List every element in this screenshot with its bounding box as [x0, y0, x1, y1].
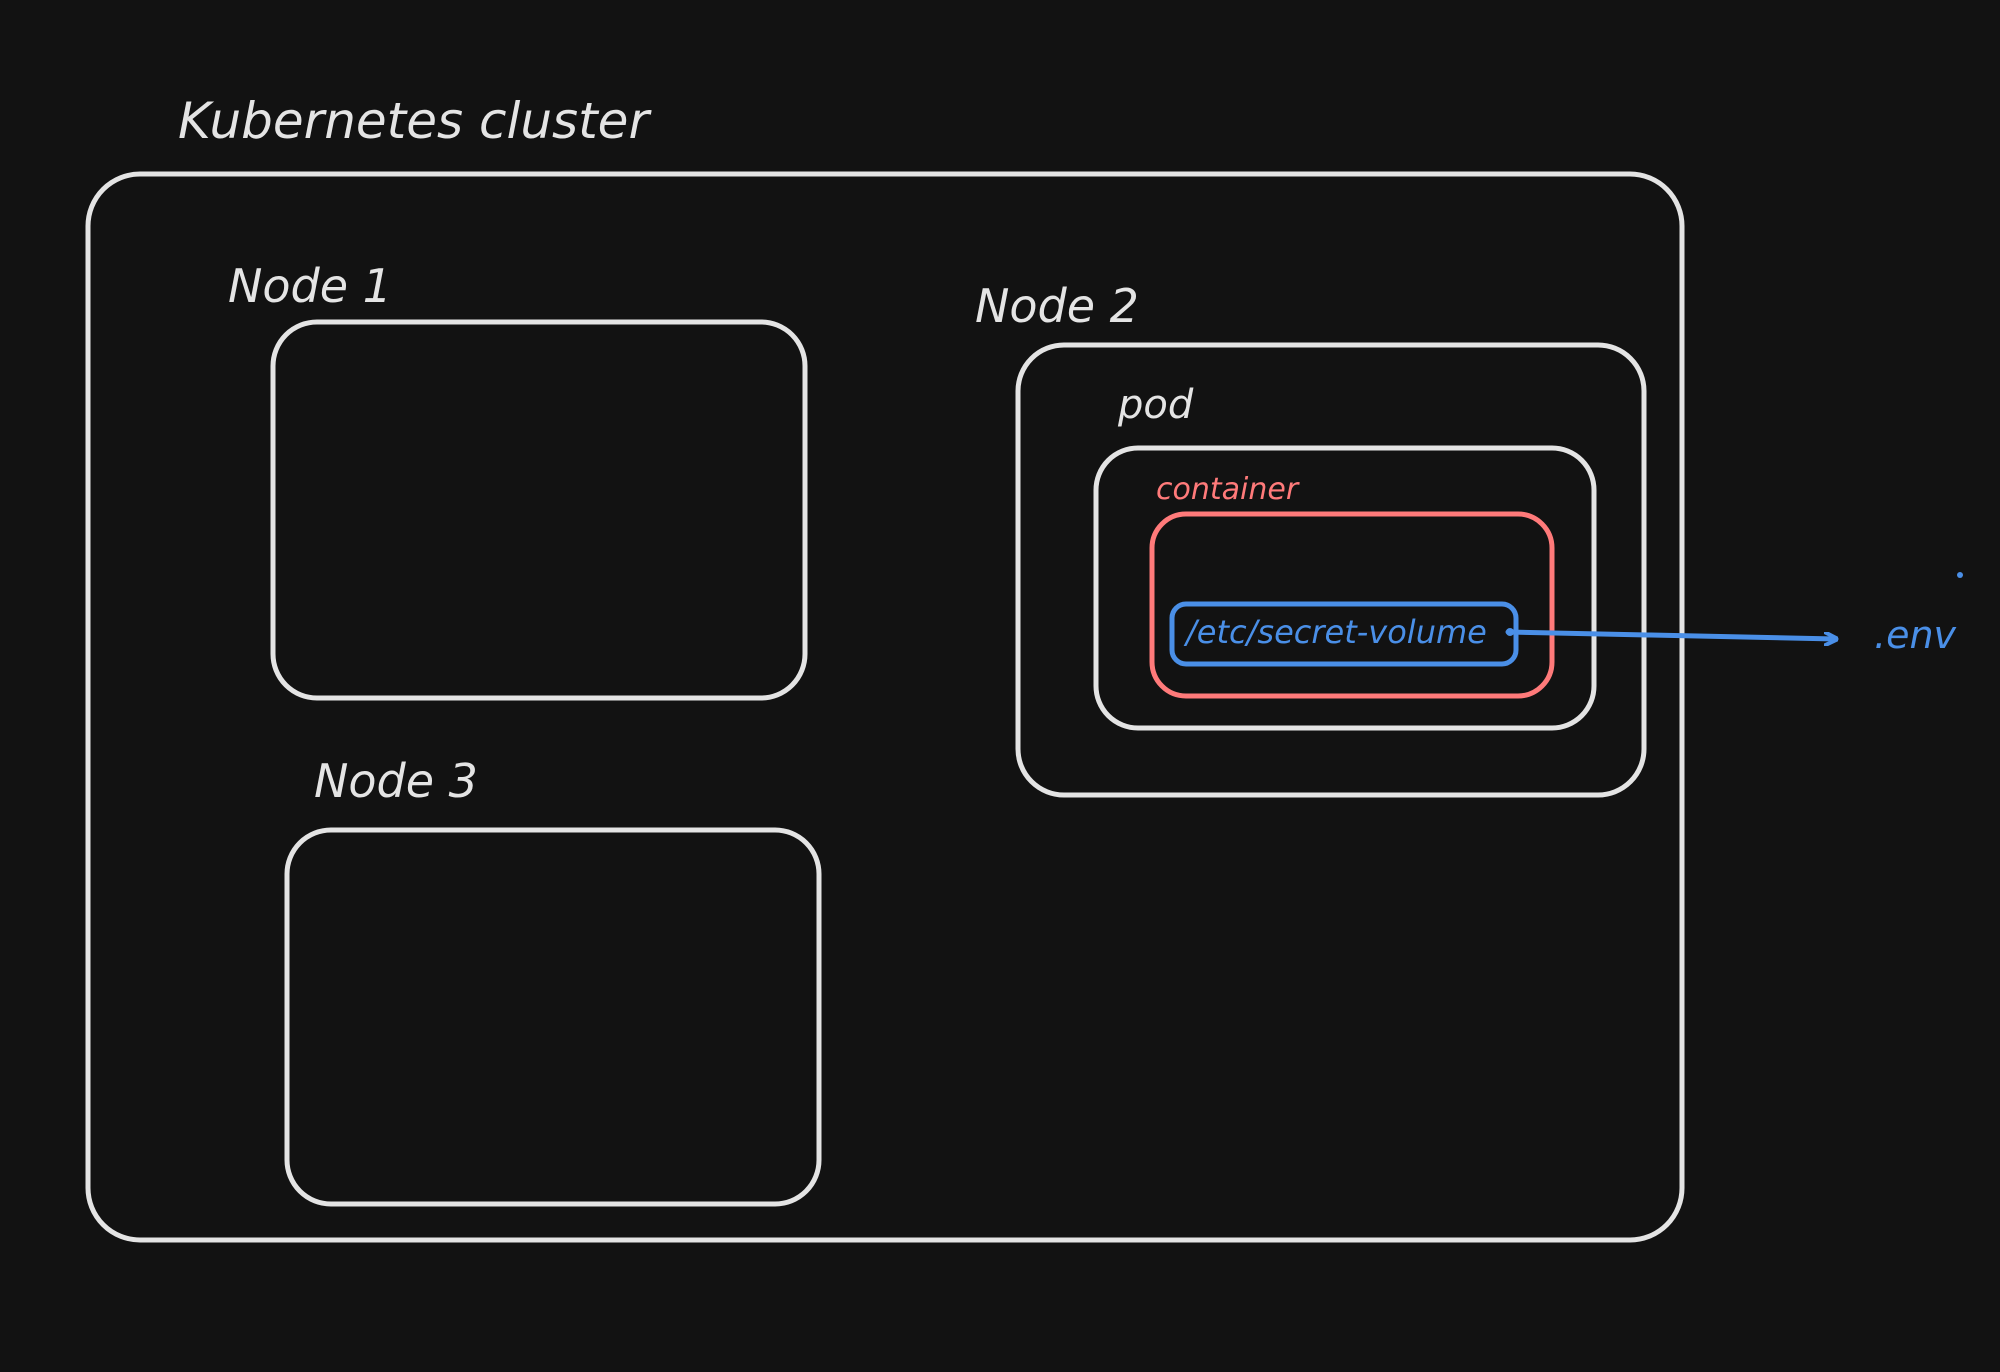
node1-box	[270, 319, 808, 701]
node3-label: Node 3	[314, 754, 478, 808]
cluster-label: Kubernetes cluster	[178, 92, 652, 150]
pod-box	[1093, 445, 1597, 731]
node3-box	[284, 827, 822, 1207]
secret-volume-label: /etc/secret-volume	[1183, 613, 1487, 651]
stray-dot	[1957, 572, 1963, 578]
node2-box	[1015, 342, 1647, 798]
mount-arrow	[1505, 629, 1839, 639]
node2-label: Node 2	[975, 279, 1139, 333]
arrow-origin-dot	[1506, 628, 1514, 636]
cluster-box	[85, 171, 1685, 1243]
node1-label: Node 1	[228, 259, 392, 313]
env-file-label: .env	[1874, 613, 1957, 657]
pod-label: pod	[1117, 382, 1194, 428]
container-box	[1149, 511, 1555, 699]
container-label: container	[1156, 472, 1300, 507]
